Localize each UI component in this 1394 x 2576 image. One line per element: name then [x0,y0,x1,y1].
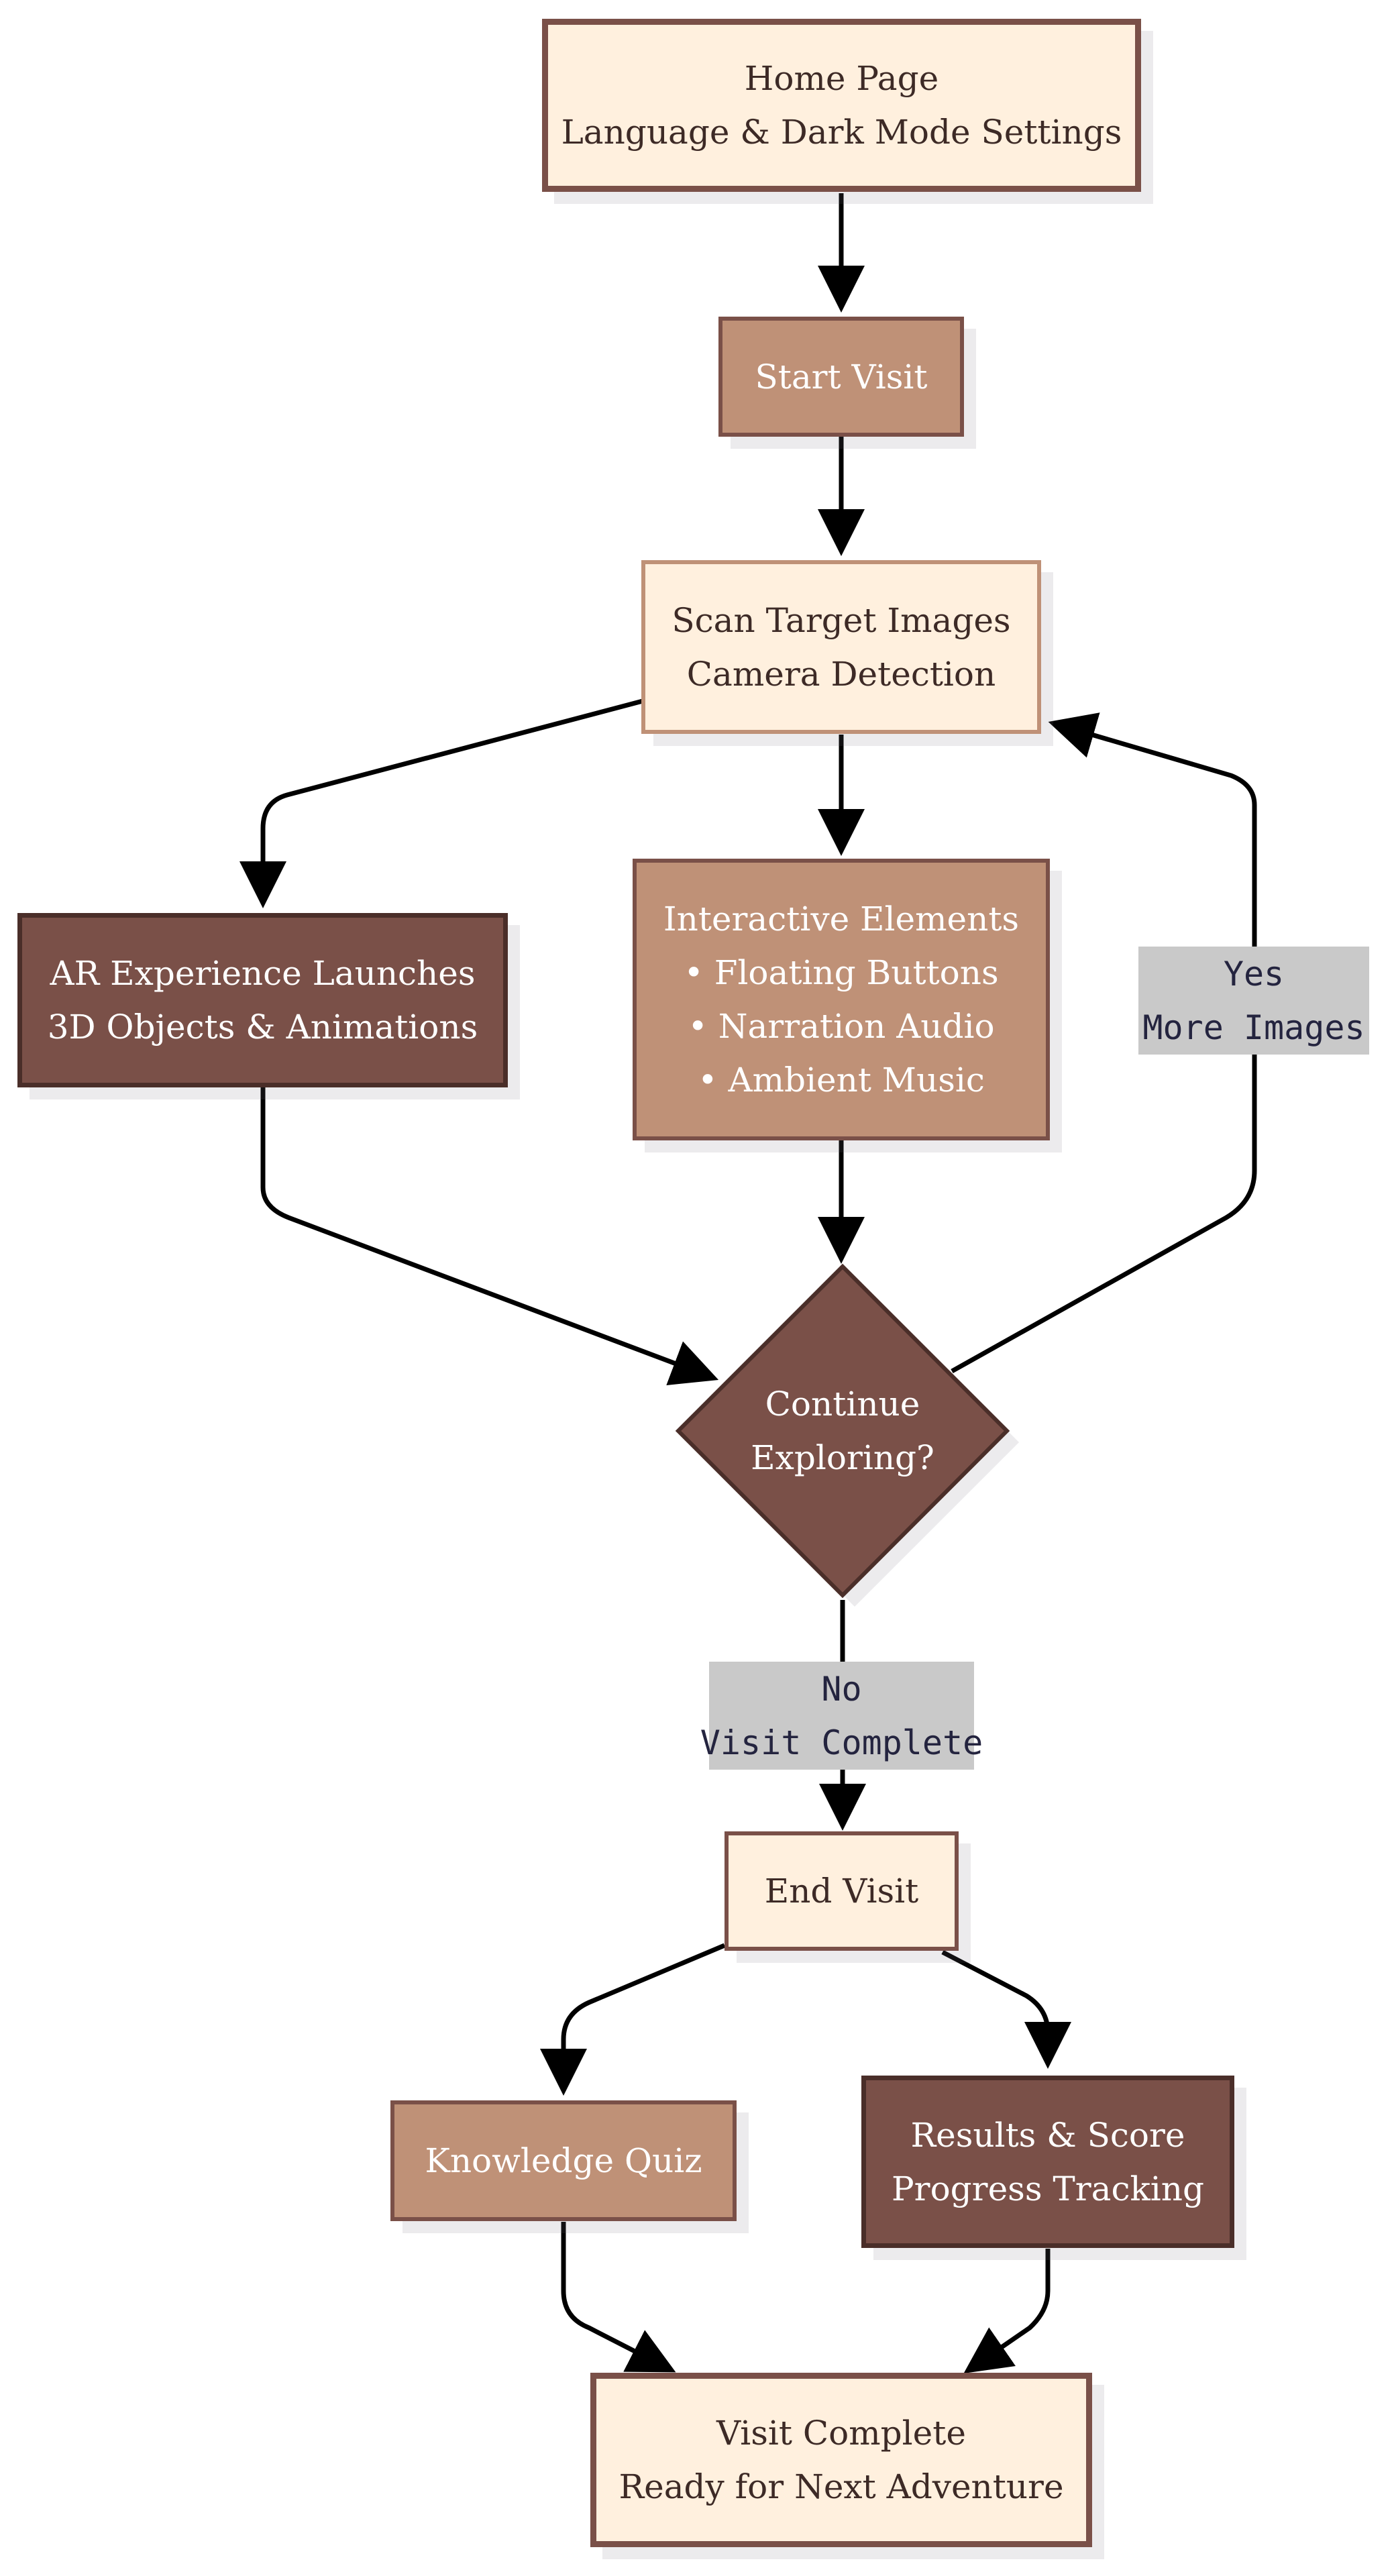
node-end-visit-label: End Visit [764,1872,919,1911]
node-knowledge-quiz: Knowledge Quiz [390,2100,737,2221]
edges [239,193,1257,2373]
node-scan-line-2: Camera Detection [686,654,996,694]
node-interactive-elements: Interactive Elements • Floating Buttons … [633,859,1050,1140]
decision-shape [675,1263,1019,1607]
node-home-page: Home Page Language & Dark Mode Settings [542,19,1141,192]
edge-decision-yes-to-scan [951,712,1257,1374]
node-home-page-line-1: Home Page [744,59,939,98]
edge-scan-to-ar [239,698,643,908]
node-continue-exploring: Continue Exploring? [708,1377,977,1485]
node-ar-experience: AR Experience Launches 3D Objects & Anim… [17,913,508,1087]
edge-label-yes-line-1: Yes [1223,954,1285,994]
node-quiz-label: Knowledge Quiz [425,2141,702,2180]
edge-end-to-quiz [540,1943,726,2096]
node-ar-line-1: AR Experience Launches [50,954,476,993]
edge-ar-to-decision [260,1087,719,1385]
node-scan-line-1: Scan Target Images [672,600,1011,640]
edge-results-to-complete [963,2249,1051,2373]
node-results-score: Results & Score Progress Tracking [861,2076,1234,2248]
edge-label-yes: Yes More Images [1138,947,1369,1055]
node-decision-line-2: Exploring? [751,1438,934,1477]
node-scan-target-images: Scan Target Images Camera Detection [641,560,1041,734]
node-interactive-line-3: • Narration Audio [688,1007,995,1046]
node-visit-complete: Visit Complete Ready for Next Adventure [590,2373,1092,2547]
node-end-visit: End Visit [725,1831,959,1951]
edge-label-no-line-2: Visit Complete [700,1723,983,1762]
node-visit-complete-line-2: Ready for Next Adventure [619,2467,1064,2506]
node-ar-line-2: 3D Objects & Animations [47,1008,478,1046]
edge-label-no-line-1: No [821,1669,862,1709]
node-home-page-line-2: Language & Dark Mode Settings [561,113,1122,152]
edge-label-yes-line-2: More Images [1142,1008,1365,1047]
node-start-visit-label: Start Visit [755,357,928,396]
node-interactive-line-1: Interactive Elements [663,900,1020,938]
edge-end-to-results [941,1949,1071,2069]
edge-label-no: No Visit Complete [700,1662,983,1770]
node-decision-line-1: Continue [765,1385,920,1424]
node-results-line-1: Results & Score [910,2115,1185,2155]
node-results-line-2: Progress Tracking [892,2169,1204,2208]
node-visit-complete-line-1: Visit Complete [716,2414,966,2453]
node-start-visit: Start Visit [718,317,964,437]
node-interactive-line-4: • Ambient Music [698,1061,985,1099]
edge-quiz-to-complete [561,2222,676,2373]
node-interactive-line-2: • Floating Buttons [684,953,999,992]
